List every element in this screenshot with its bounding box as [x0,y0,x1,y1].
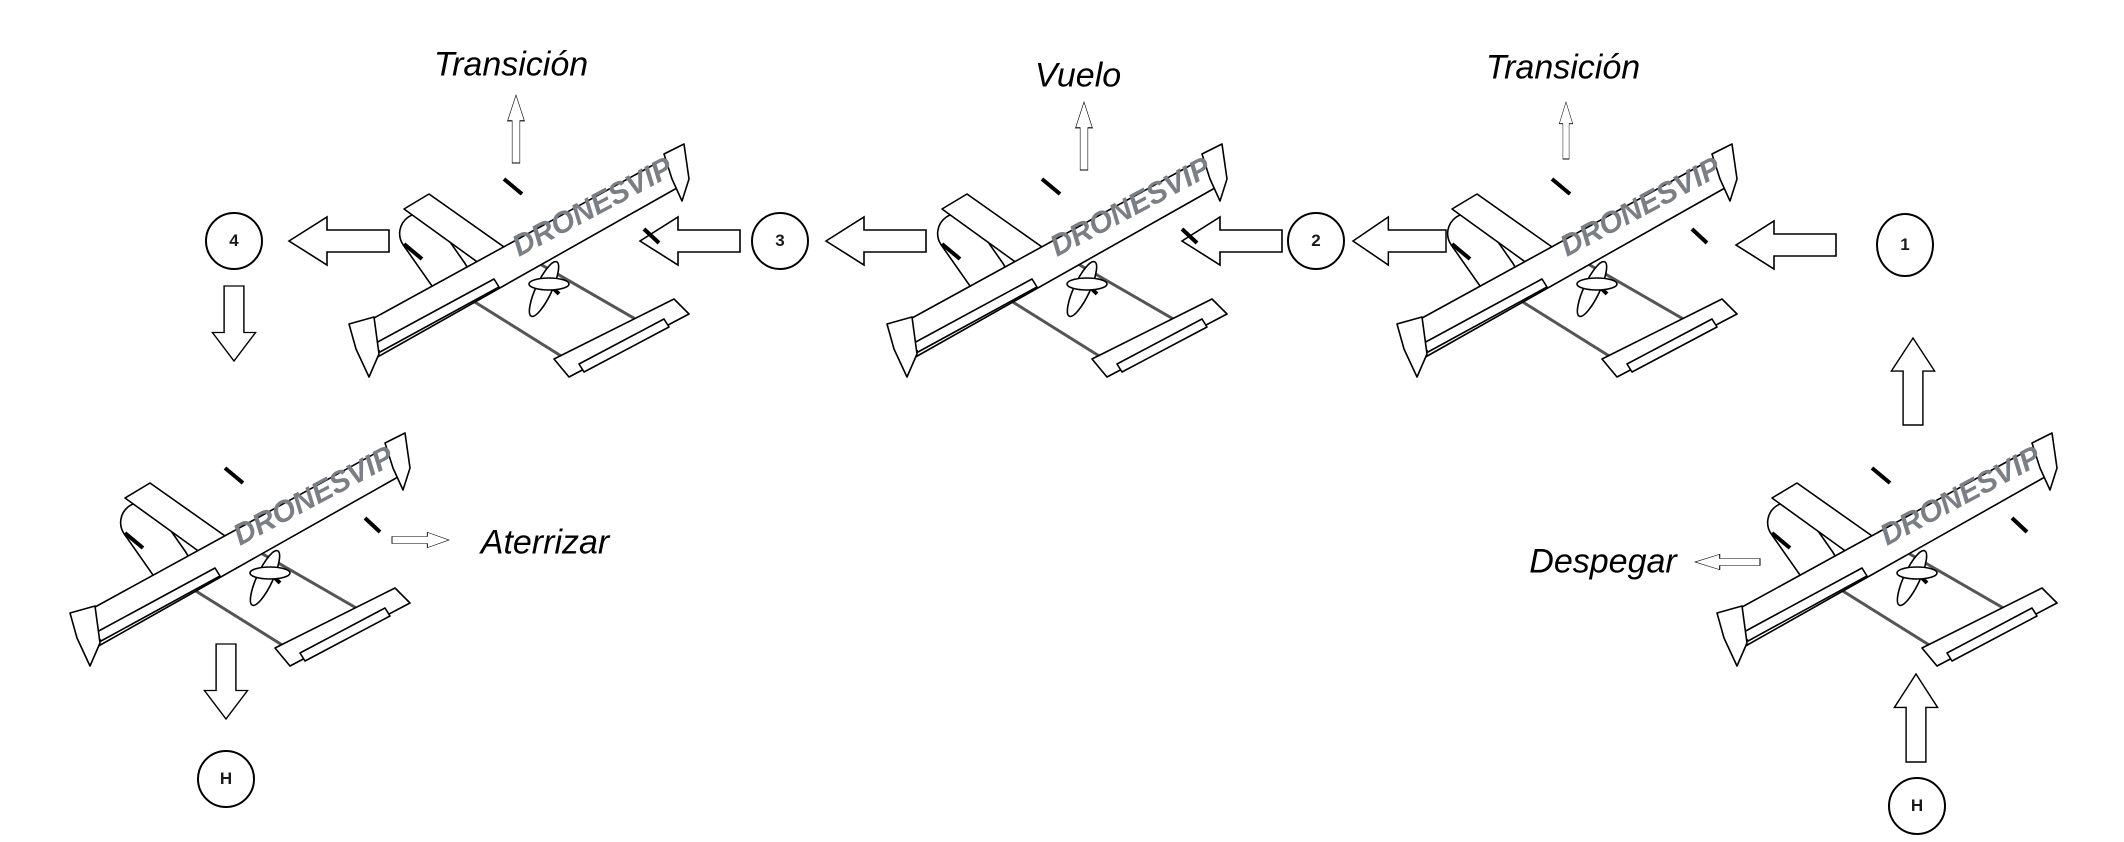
drone-icon: DRONESVIP [1712,428,2072,668]
home-node-end: H [197,750,255,808]
drone-icon: DRONESVIP [65,428,425,668]
drone-flight: DRONESVIP [882,139,1242,379]
watermark: DRONESVIP [507,151,679,264]
step-node-4: 4 [205,212,263,270]
label-flight: Vuelo [1034,56,1122,95]
drone-transition-4: DRONESVIP [344,139,704,379]
arrow-up-icon [1890,337,1936,426]
watermark: DRONESVIP [228,440,400,553]
watermark: DRONESVIP [1045,151,1217,264]
drone-takeoff: DRONESVIP [1712,428,2072,668]
drone-icon: DRONESVIP [344,139,704,379]
drone-icon: DRONESVIP [882,139,1242,379]
step-node-2: 2 [1287,212,1345,270]
label-transition-right: Transición [1485,48,1641,87]
watermark: DRONESVIP [1875,440,2047,553]
label-transition-left: Transición [433,45,589,84]
step-node-1: 1 [1876,213,1934,277]
label-takeoff: Despegar [1529,542,1677,581]
arrow-down-icon [211,285,257,362]
drone-transition-1: DRONESVIP [1392,139,1752,379]
drone-landing: DRONESVIP [65,428,425,668]
watermark: DRONESVIP [1555,151,1727,264]
label-land: Aterrizar [480,523,610,562]
arrow-up-icon [1893,673,1939,763]
step-node-3: 3 [751,212,809,270]
home-node-start: H [1888,777,1946,835]
drone-icon: DRONESVIP [1392,139,1752,379]
